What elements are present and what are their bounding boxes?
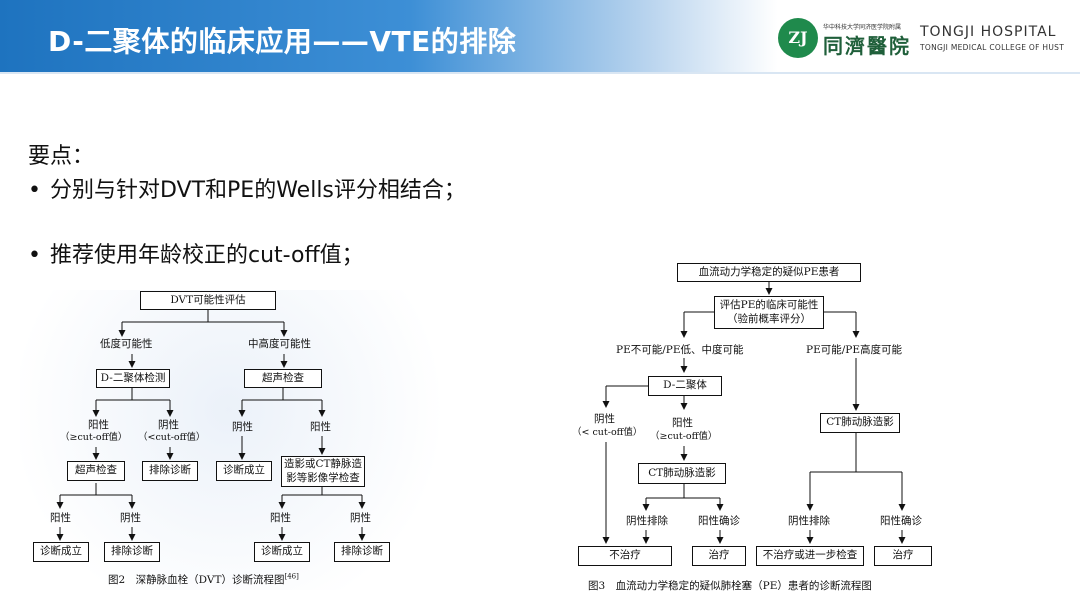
dvt-exclude3-box: 排除诊断	[334, 542, 390, 562]
dvt-caption-text: 图2 深静脉血栓（DVT）诊断流程图	[108, 574, 285, 586]
dvt-imaging-line2: 影等影像学检查	[286, 471, 360, 484]
dvt-imaging-line1: 造影或CT静脉造	[283, 458, 363, 471]
dvt-confirm3-box: 诊断成立	[254, 542, 310, 562]
pe-assess-line2: （验前概率评分）	[727, 312, 811, 325]
dvt-caption: 图2 深静脉血栓（DVT）诊断流程图[46]	[108, 572, 299, 587]
pe-ctpa2-box: CT肺动脉造影	[820, 413, 900, 433]
pe-no-treat-further-box: 不治疗或进一步检查	[756, 546, 864, 566]
dvt-exclude2-box: 排除诊断	[104, 542, 160, 562]
pe-caption: 图3 血流动力学稳定的疑似肺栓塞（PE）患者的诊断流程图	[588, 580, 872, 592]
key-points-label: 要点：	[28, 144, 95, 169]
bullet-2-text: 推荐使用年龄校正的cut-off值；	[50, 243, 364, 268]
dvt-pos4-label: 阳性	[270, 512, 291, 524]
logo-subtitle: 华中科技大学同济医学院附属	[823, 24, 902, 31]
dvt-confirm1-box: 诊断成立	[216, 461, 272, 481]
pe-ctpa1-box: CT肺动脉造影	[638, 463, 726, 484]
pe-treat2-box: 治疗	[874, 546, 932, 566]
pe-pos-sub: （≥cut-off值）	[650, 431, 718, 442]
dvt-assess-box: DVT可能性评估	[140, 291, 276, 310]
pe-neg-label: 阴性	[594, 413, 615, 425]
pe-lowmid-label: PE不可能/PE低、中度可能	[616, 344, 744, 356]
pe-pos-confirm2-label: 阳性确诊	[880, 515, 922, 527]
dvt-pos1-label: 阳性	[88, 419, 109, 431]
hospital-logo: ZJ	[778, 18, 818, 58]
header-bar	[0, 0, 1080, 72]
bullet-marker: •	[28, 178, 41, 203]
page-title: D-二聚体的临床应用——VTE的排除	[48, 25, 517, 58]
pe-assess-line1: 评估PE的临床可能性	[719, 299, 819, 312]
dvt-low-label: 低度可能性	[100, 338, 153, 350]
dvt-ddimer-box: D-二聚体检测	[96, 369, 170, 388]
pe-pos-confirm1-label: 阳性确诊	[698, 515, 740, 527]
dvt-us-check-box: 超声检查	[67, 461, 125, 481]
dvt-pos1-sub: （≥cut-off值）	[60, 432, 128, 443]
dvt-neg2-label: 阴性	[232, 421, 253, 433]
logo-chinese-name: 同濟醫院	[823, 34, 911, 58]
bullet-2: • 推荐使用年龄校正的cut-off值；	[28, 237, 364, 269]
dvt-exclude1-box: 排除诊断	[142, 461, 198, 481]
pe-neg-sub: （< cut-off值）	[572, 427, 643, 438]
dvt-neg4-label: 阴性	[350, 512, 371, 524]
bullet-1: • 分别与针对DVT和PE的Wells评分相结合；	[28, 172, 466, 204]
dvt-neg3-label: 阴性	[120, 512, 141, 524]
pe-no-treat-box: 不治疗	[578, 546, 672, 566]
pe-pos-label: 阳性	[672, 417, 693, 429]
dvt-imaging-box: 造影或CT静脉造 影等影像学检查	[281, 456, 365, 487]
pe-ddimer-box: D-二聚体	[648, 376, 722, 396]
pe-top-box: 血流动力学稳定的疑似PE患者	[677, 263, 861, 282]
dvt-ultrasound-box: 超声检查	[244, 369, 322, 388]
pe-neg-exclude1-label: 阴性排除	[626, 515, 668, 527]
logo-english-subtitle: TONGJI MEDICAL COLLEGE OF HUST	[920, 43, 1065, 52]
dvt-pos2-label: 阳性	[310, 421, 331, 433]
pe-neg-exclude2-label: 阴性排除	[788, 515, 830, 527]
dvt-neg1-label: 阴性	[158, 419, 179, 431]
pe-high-label: PE可能/PE高度可能	[806, 344, 902, 356]
dvt-neg1-sub: （<cut-off值）	[138, 432, 206, 443]
bullet-1-text: 分别与针对DVT和PE的Wells评分相结合；	[50, 178, 466, 203]
dvt-caption-ref: [46]	[284, 572, 299, 581]
logo-english-name: TONGJI HOSPITAL	[920, 24, 1057, 40]
dvt-confirm2-box: 诊断成立	[33, 542, 89, 562]
dvt-midhigh-label: 中高度可能性	[248, 338, 311, 350]
bullet-marker: •	[28, 243, 41, 268]
header-divider	[0, 72, 1080, 74]
pe-treat1-box: 治疗	[692, 546, 746, 566]
pe-assess-box: 评估PE的临床可能性 （验前概率评分）	[714, 296, 824, 329]
dvt-pos3-label: 阳性	[50, 512, 71, 524]
